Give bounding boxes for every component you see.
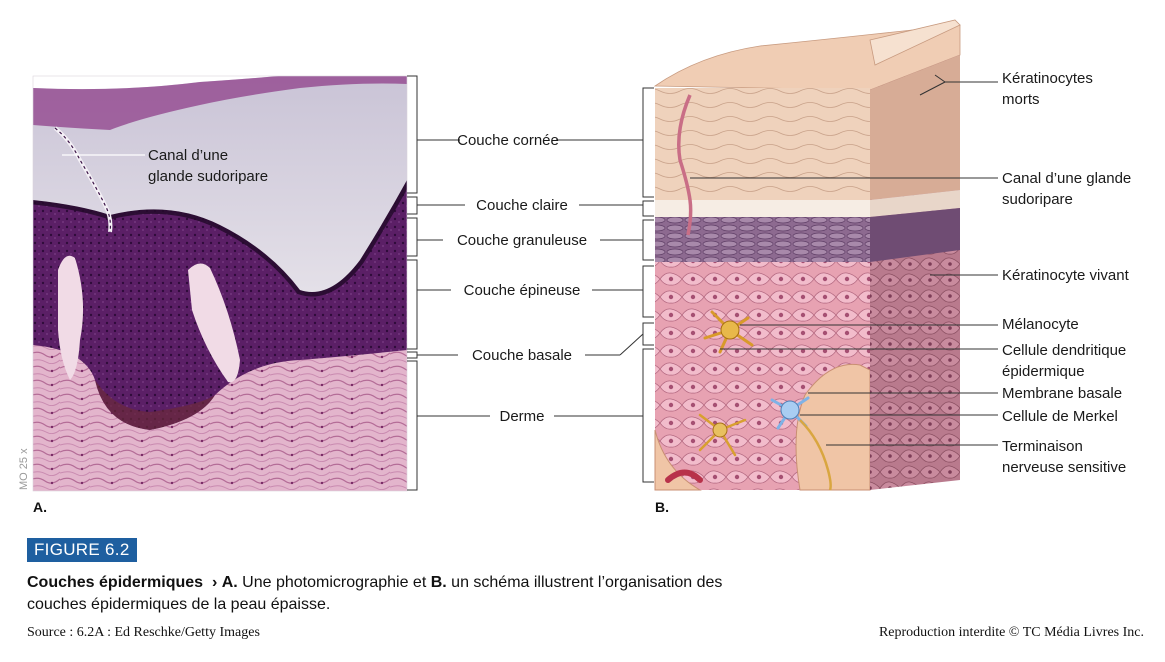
layer-label-claire: Couche claire: [476, 197, 568, 214]
label-keratinocyte-vivant: Kératinocyte vivant: [1002, 267, 1130, 284]
caption-a-letter: A.: [221, 574, 238, 591]
layer-label-granuleuse: Couche granuleuse: [457, 232, 587, 249]
label-canal-b-2: sudoripare: [1002, 191, 1073, 208]
rights-notice: Reproduction interdite © TC Média Livres…: [878, 625, 1144, 640]
label-keratinocytes-morts-2: morts: [1002, 91, 1040, 108]
caption-arrow: ›: [211, 574, 218, 591]
panel-b-leaders: [690, 74, 998, 446]
layer-label-basale: Couche basale: [472, 347, 572, 364]
caption-text-1: Une photomicrographie et: [237, 574, 431, 591]
label-terminaison-1: Terminaison: [1002, 438, 1083, 455]
layer-label-epineuse: Couche épineuse: [464, 282, 581, 299]
source-credit: Source : 6.2A : Ed Reschke/Getty Images: [27, 625, 260, 640]
schematic-panel-b: [653, 19, 961, 491]
label-dendritique-2: épidermique: [1002, 363, 1085, 380]
canal-label-a-line1: Canal d’une: [148, 147, 228, 164]
label-dendritique-1: Cellule dendritique: [1002, 342, 1126, 359]
label-membrane-basale: Membrane basale: [1002, 385, 1122, 402]
label-melanocyte: Mélanocyte: [1002, 316, 1079, 333]
label-canal-b-1: Canal d’une glande: [1002, 170, 1131, 187]
panel-a-letter: A.: [33, 499, 47, 515]
label-terminaison-2: nerveuse sensitive: [1002, 459, 1126, 476]
figure-tag: FIGURE 6.2: [27, 538, 137, 562]
label-keratinocytes-morts-1: Kératinocytes: [1002, 70, 1093, 87]
canal-label-a-line2: glande sudoripare: [148, 168, 268, 185]
magnification-label: MO 25 x: [18, 448, 30, 490]
figure-illustration: Canal d’une glande sudoripare MO 25 x A.: [18, 19, 1131, 515]
layer-brackets: [407, 75, 654, 491]
micrograph-frame: [32, 75, 408, 492]
panel-b-letter: B.: [655, 499, 669, 515]
caption-title: Couches épidermiques: [27, 574, 204, 591]
figure-caption: Couches épidermiques › A. Une photomicro…: [27, 572, 747, 616]
micrograph-panel-a: [33, 76, 407, 491]
caption-text-2: un schéma illustrent l’organisation des …: [27, 574, 723, 613]
layer-label-cornee: Couche cornée: [457, 132, 559, 149]
label-merkel: Cellule de Merkel: [1002, 408, 1118, 425]
layer-label-derme: Derme: [499, 408, 544, 425]
caption-b-letter: B.: [430, 574, 447, 591]
